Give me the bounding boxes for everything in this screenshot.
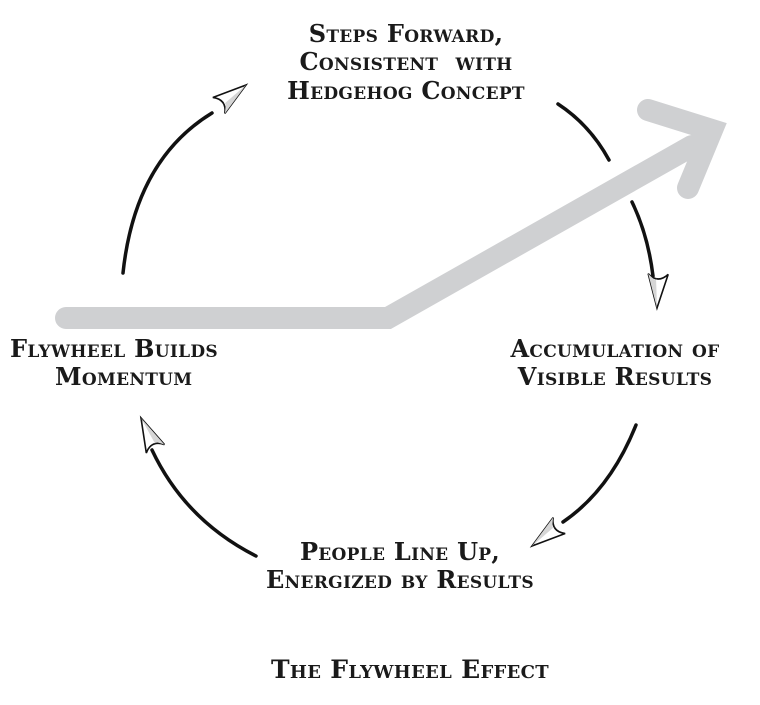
node-people-line-up: People Line Up, Energized by Results <box>245 537 555 595</box>
growth-arrow-head <box>637 99 727 199</box>
arc-left-upper <box>121 111 214 275</box>
arc-left-lower <box>150 448 258 558</box>
node-steps-forward: Steps Forward, Consistent with Hedgehog … <box>256 19 556 105</box>
node-flywheel-builds-line-2: Momentum <box>55 362 193 392</box>
arc-right-lower <box>561 423 638 524</box>
diagram-title: The Flywheel Effect <box>271 655 549 684</box>
node-accumulation: Accumulation of Visible Results <box>480 334 750 392</box>
growth-arrow <box>55 99 727 329</box>
growth-arrow-shaft <box>55 135 703 329</box>
arrowhead-icon-top-left <box>212 83 249 114</box>
arc-top-right <box>556 102 611 162</box>
node-flywheel-builds-line-1: Flywheel Builds <box>10 334 218 363</box>
node-flywheel-builds: Flywheel Builds Momentum <box>10 334 260 392</box>
node-accumulation-line-2: Visible Results <box>517 362 713 392</box>
node-steps-forward-line-1: Steps Forward, <box>308 19 504 48</box>
arc-right-upper <box>630 200 655 278</box>
node-steps-forward-line-3: Hedgehog Concept <box>287 75 525 105</box>
arrowhead-icon-right <box>647 273 669 311</box>
node-people-line-up-line-2: Energized by Results <box>266 565 534 595</box>
node-accumulation-line-1: Accumulation of <box>510 334 720 363</box>
node-people-line-up-line-1: People Line Up, <box>299 537 501 566</box>
arrowhead-icon-bottom-right <box>529 517 566 548</box>
arrowhead-icon-left <box>139 415 166 454</box>
node-steps-forward-line-2: Consistent with <box>299 47 513 77</box>
